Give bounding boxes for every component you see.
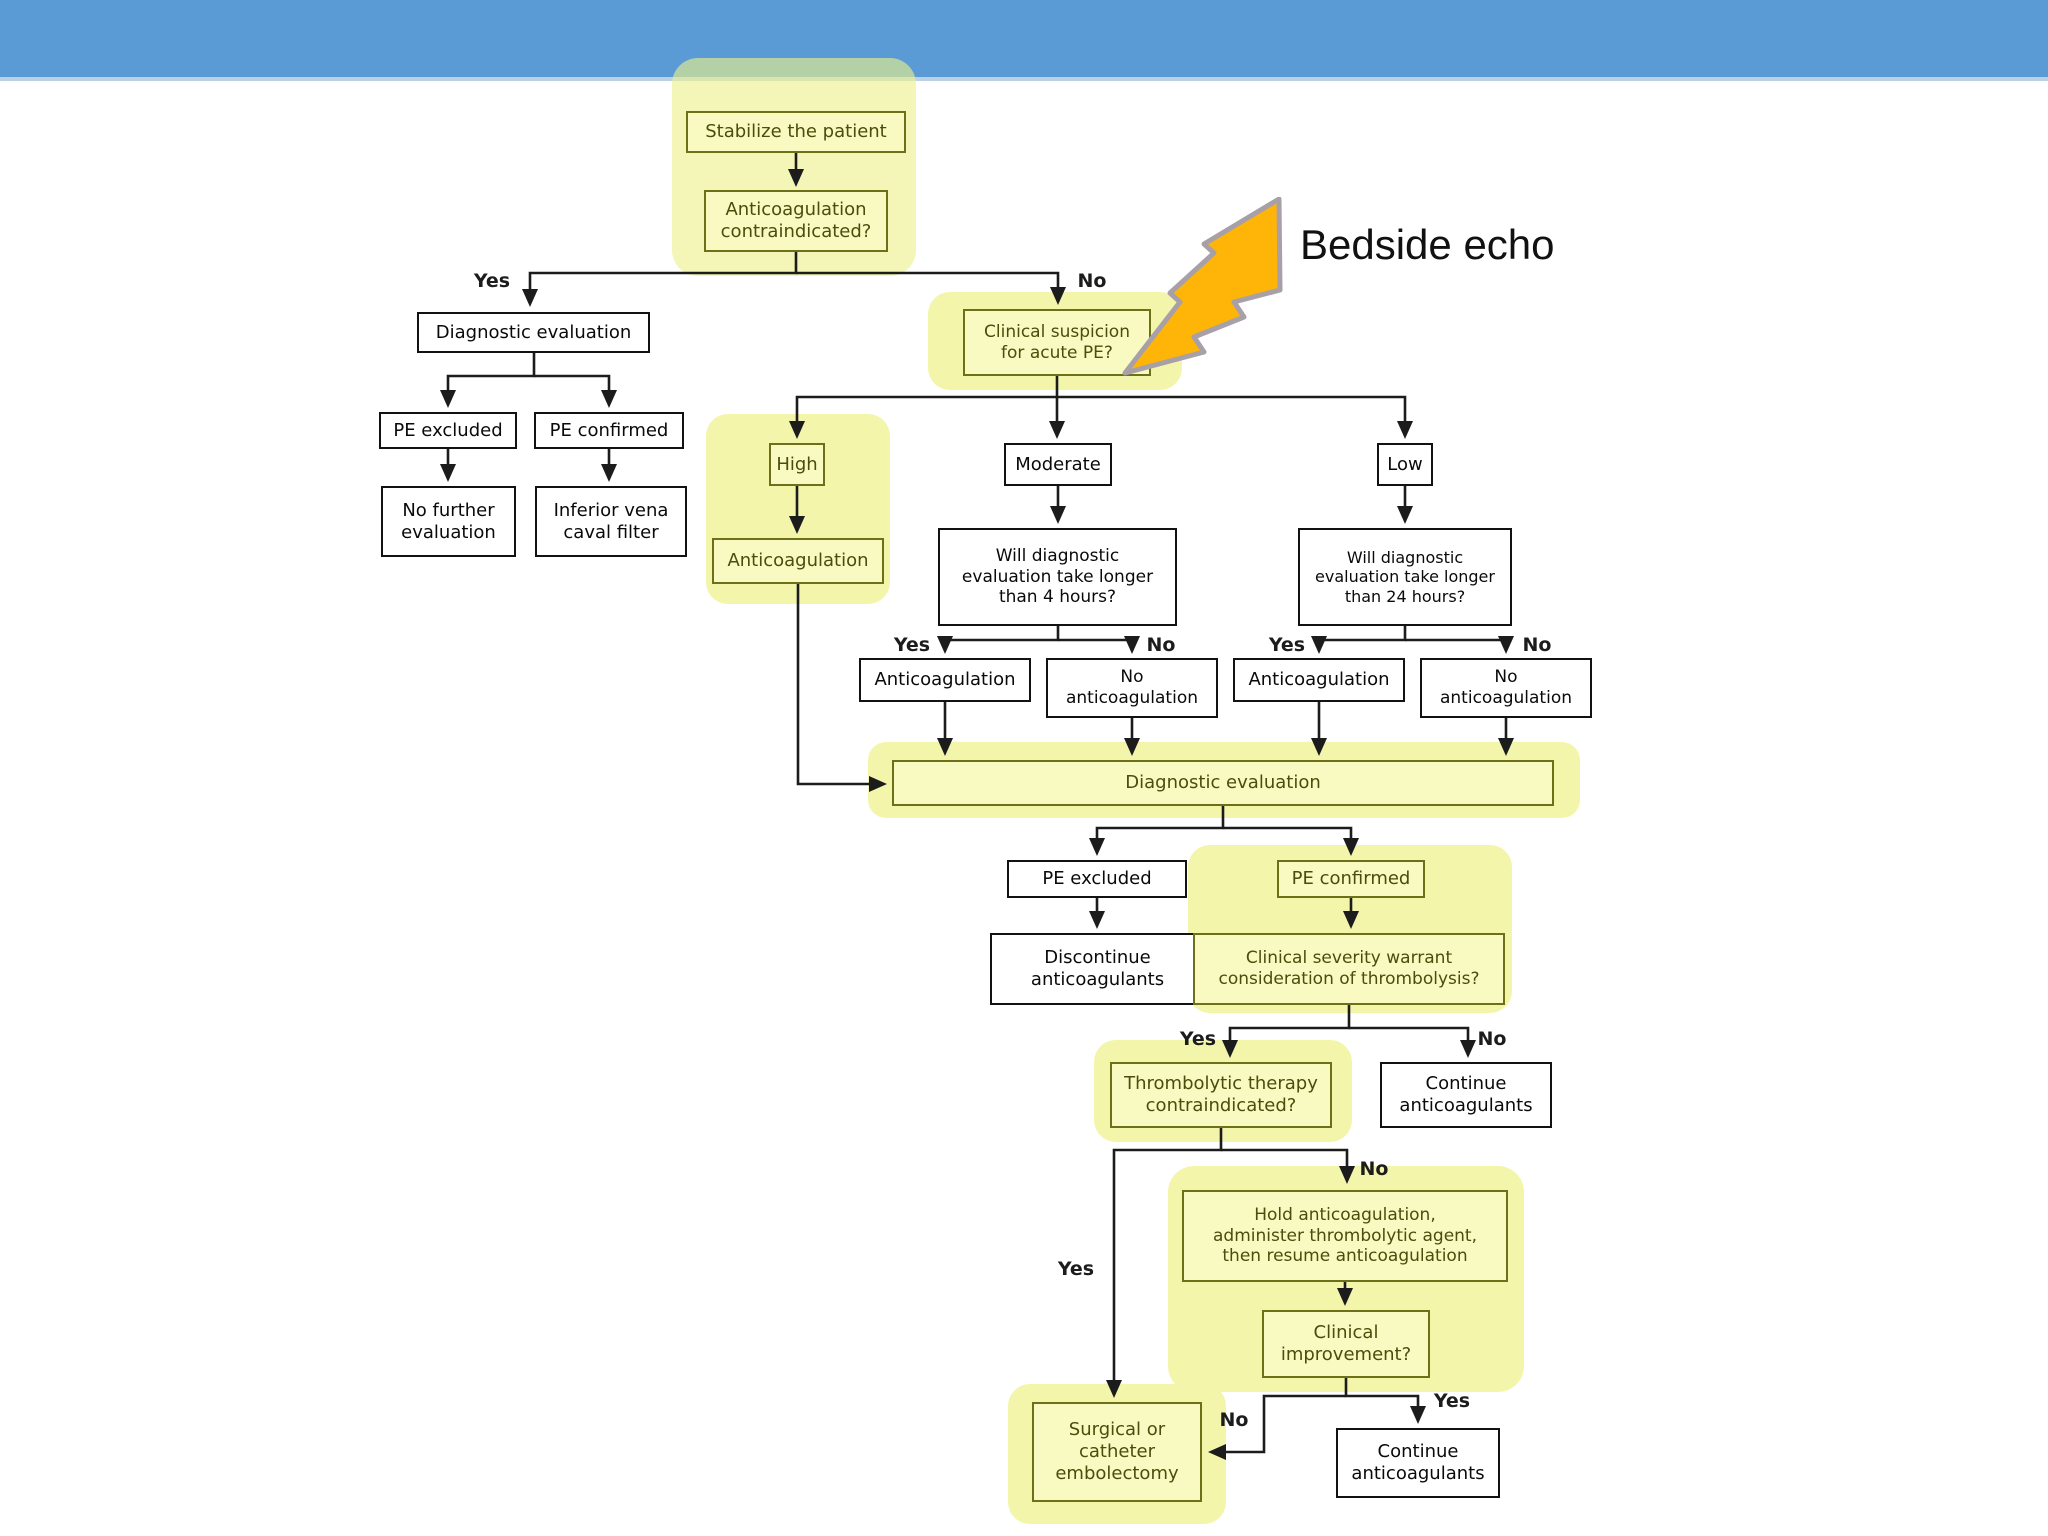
node-no-anticoagulation-low: No anticoagulation: [1420, 658, 1592, 718]
edge-label-no-clinical-improvement: No: [1219, 1409, 1249, 1431]
bedside-echo-annotation: Bedside echo: [1300, 221, 1555, 268]
edge-label-no-severity: No: [1477, 1028, 1507, 1050]
node-suspicion-moderate: Moderate: [1004, 443, 1112, 486]
node-anticoagulation-moderate-yes: Anticoagulation: [859, 658, 1031, 702]
node-surgical-catheter-embolectomy: Surgical or catheter embolectomy: [1032, 1402, 1202, 1502]
node-pe-excluded-initial: PE excluded: [379, 412, 517, 449]
lightning-bolt-icon: [1122, 197, 1283, 376]
edge-label-yes-24-hours: Yes: [1268, 634, 1306, 656]
node-no-anticoagulation-moderate: No anticoagulation: [1046, 658, 1218, 718]
edge-label-yes-4-hours: Yes: [893, 634, 931, 656]
node-diagnostic-evaluation-main: Diagnostic evaluation: [892, 760, 1554, 806]
node-clinical-severity-thrombolysis: Clinical severity warrant consideration …: [1193, 933, 1505, 1005]
slide-title-bar: [0, 0, 2048, 81]
node-anticoagulation-high: Anticoagulation: [712, 538, 884, 584]
node-anticoagulation-low-yes: Anticoagulation: [1233, 658, 1405, 702]
node-stabilize-patient: Stabilize the patient: [686, 111, 906, 153]
node-thrombolytic-contraindicated: Thrombolytic therapy contraindicated?: [1110, 1062, 1332, 1128]
node-diagnostic-evaluation-initial: Diagnostic evaluation: [417, 312, 650, 353]
node-anticoagulation-contraindicated: Anticoagulation contraindicated?: [704, 190, 888, 252]
edge-label-yes-severity: Yes: [1179, 1028, 1217, 1050]
node-clinical-improvement: Clinical improvement?: [1262, 1310, 1430, 1378]
edge-label-no-thrombolytic-contra: No: [1359, 1158, 1389, 1180]
node-inferior-vena-caval-filter: Inferior vena caval filter: [535, 486, 687, 557]
edge-label-no-4-hours: No: [1146, 634, 1176, 656]
node-pe-confirmed-initial: PE confirmed: [534, 412, 684, 449]
node-discontinue-anticoagulants: Discontinue anticoagulants: [990, 933, 1205, 1005]
edge-label-yes-anticoag-contra: Yes: [473, 270, 511, 292]
node-question-4-hours: Will diagnostic evaluation take longer t…: [938, 528, 1177, 626]
node-question-24-hours: Will diagnostic evaluation take longer t…: [1298, 528, 1512, 626]
edge-label-yes-clinical-improvement: Yes: [1433, 1390, 1471, 1412]
node-pe-excluded-main: PE excluded: [1007, 860, 1187, 898]
node-pe-confirmed-main: PE confirmed: [1277, 860, 1425, 898]
node-continue-anticoagulants-2: Continue anticoagulants: [1336, 1428, 1500, 1498]
edge-label-no-anticoag-contra: No: [1077, 270, 1107, 292]
node-clinical-suspicion-acute-pe: Clinical suspicion for acute PE?: [963, 309, 1151, 376]
node-suspicion-low: Low: [1377, 443, 1433, 486]
edge-label-yes-thrombolytic-contra: Yes: [1057, 1258, 1095, 1280]
node-hold-anticoagulation-thrombolytic: Hold anticoagulation, administer thrombo…: [1182, 1190, 1508, 1282]
node-no-further-evaluation: No further evaluation: [381, 486, 516, 557]
edge-label-no-24-hours: No: [1522, 634, 1552, 656]
node-suspicion-high: High: [769, 443, 825, 486]
node-continue-anticoagulants-1: Continue anticoagulants: [1380, 1062, 1552, 1128]
